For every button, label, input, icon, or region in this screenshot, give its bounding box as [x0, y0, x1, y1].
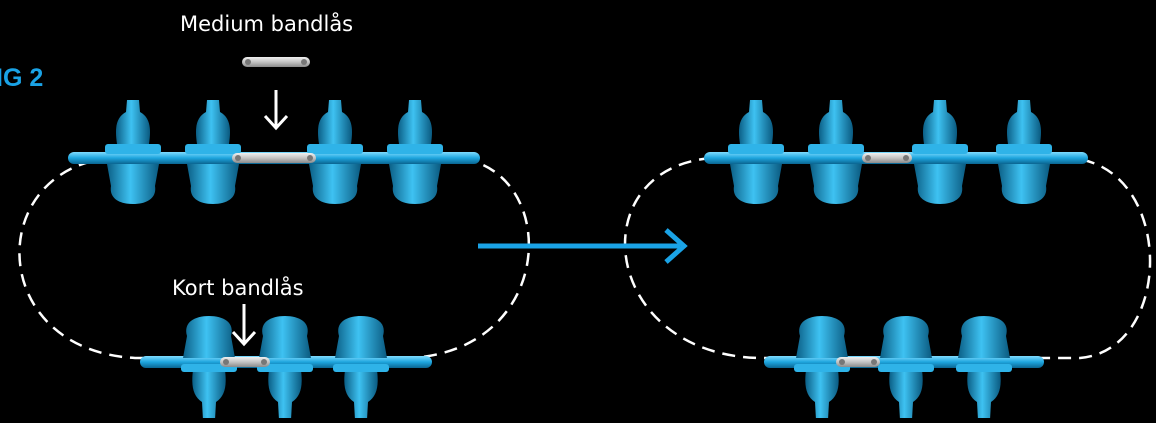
link-plate [333, 364, 389, 372]
bottle-cup [309, 164, 361, 204]
bottle-top [819, 100, 853, 144]
bottle-cup [914, 164, 966, 204]
link-plate [878, 364, 934, 372]
bottle-top [116, 100, 150, 144]
short-lock-label: Kort bandlås [172, 276, 304, 300]
short-band-lock-pin [223, 359, 229, 365]
short-band-lock-pin [261, 359, 267, 365]
link-plate [996, 144, 1052, 154]
link-plate [387, 144, 443, 154]
link-plate [956, 364, 1012, 372]
bottle-cup [730, 164, 782, 204]
bottle-top [889, 370, 922, 418]
bottle-cup [107, 164, 159, 204]
link-plate [185, 144, 241, 154]
link-plate [105, 144, 161, 154]
link-plate [307, 144, 363, 154]
bottle-cup [998, 164, 1050, 204]
chain-bottom-right [764, 316, 1044, 418]
bottle-top [923, 100, 957, 144]
bottle-top [1007, 100, 1041, 144]
link-plate [808, 144, 864, 154]
bottle-top [318, 100, 352, 144]
medium-band-lock-pin [235, 155, 241, 161]
short-band-lock-pin [839, 359, 845, 365]
figure-label: IG 2 [0, 64, 43, 93]
short-band-lock-pin [871, 359, 877, 365]
medium-band-lock-sample-pin [245, 59, 251, 65]
short-band-lock-pin [865, 155, 871, 161]
bottle-cup [259, 316, 311, 358]
chain-top-right [704, 100, 1088, 204]
bottle-cup [335, 316, 387, 358]
bottle-top [967, 370, 1000, 418]
bottle-top [192, 370, 225, 418]
short-band-lock-pin [903, 155, 909, 161]
link-plate [728, 144, 784, 154]
medium-lock-label: Medium bandlås [180, 12, 353, 36]
bottle-cup [810, 164, 862, 204]
bottle-top [805, 370, 838, 418]
bottle-top [739, 100, 773, 144]
link-plate [912, 144, 968, 154]
medium-band-lock-sample-pin [301, 59, 307, 65]
chain-bottom-left [140, 316, 432, 418]
bottle-cup [187, 164, 239, 204]
bottle-top [398, 100, 432, 144]
medium-band-lock-pin [307, 155, 313, 161]
medium-band-lock [232, 153, 316, 163]
bottle-top [344, 370, 377, 418]
bottle-cup [183, 316, 235, 358]
bottle-cup [880, 316, 932, 358]
bottle-cup [958, 316, 1010, 358]
medium-band-lock-sample [242, 57, 310, 67]
chain-top-left [68, 57, 480, 204]
bottle-cup [796, 316, 848, 358]
bottle-top [268, 370, 301, 418]
bottle-cup [389, 164, 441, 204]
bottle-top [196, 100, 230, 144]
